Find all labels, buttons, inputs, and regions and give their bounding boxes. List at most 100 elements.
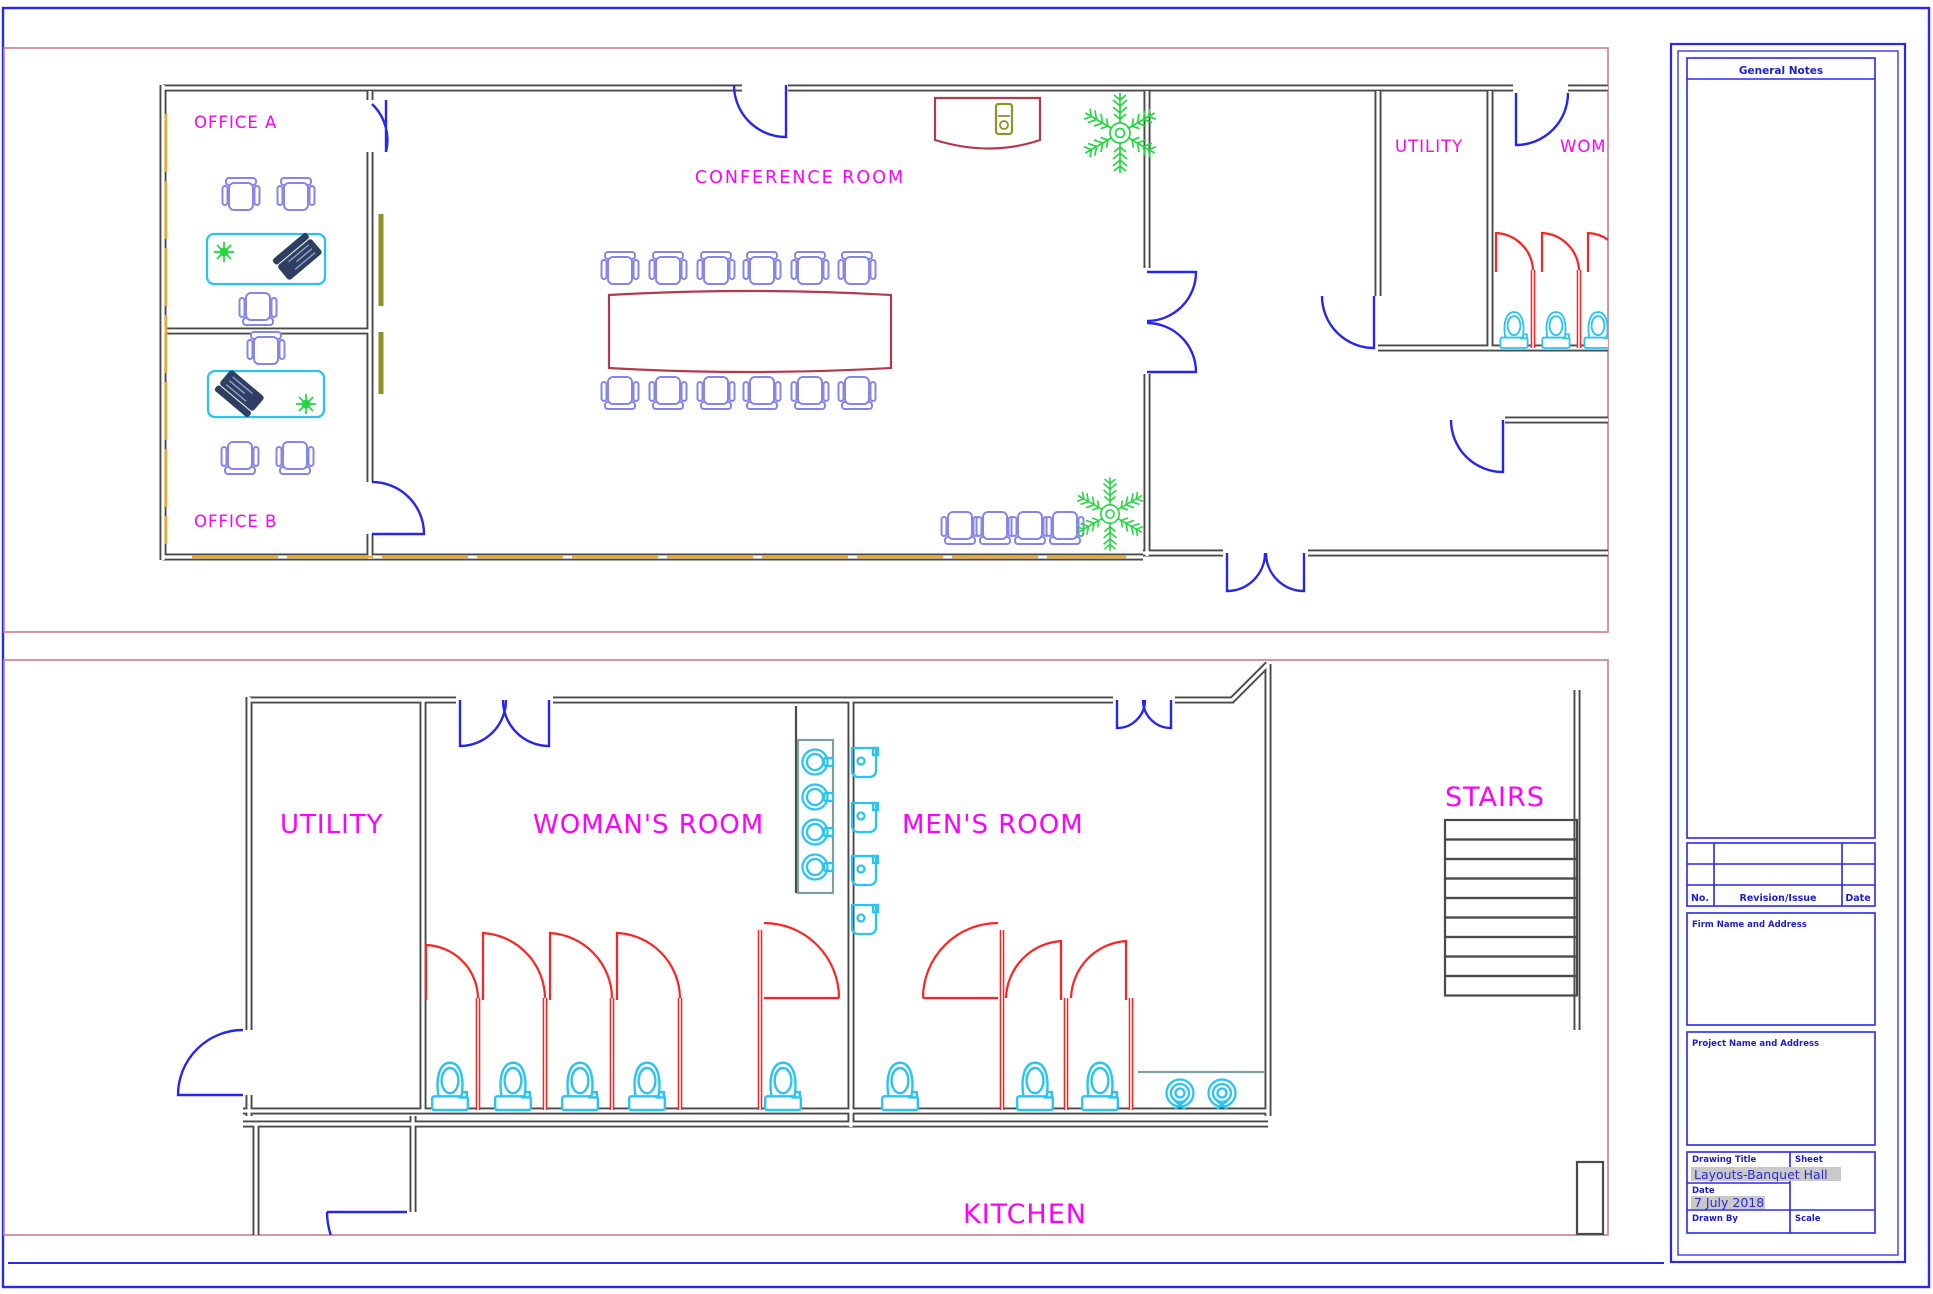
desk	[205, 232, 327, 286]
chair-icon	[275, 441, 315, 475]
door-swing	[176, 1028, 244, 1097]
door-swing	[1320, 295, 1376, 350]
sink-counter	[796, 738, 835, 895]
title-block-outer-border	[1669, 42, 1907, 1264]
chair-icon	[696, 251, 736, 285]
drawn-by-label: Drawn By	[1692, 1214, 1738, 1224]
door-swing	[371, 480, 426, 536]
toilet-icon	[880, 1061, 920, 1112]
door-swing	[371, 100, 389, 153]
date-highlight	[1691, 1196, 1765, 1209]
podium	[933, 96, 1042, 150]
drawing-title-highlight	[1691, 1167, 1841, 1181]
floor1-walls-inner	[161, 85, 1608, 560]
chair-icon	[238, 292, 278, 326]
chair-icon	[276, 177, 316, 211]
conference-table	[607, 289, 893, 374]
laptop-icon	[271, 231, 324, 282]
toilet-icon	[1541, 311, 1571, 349]
room-label-womens-clipped: WOM	[1560, 137, 1607, 156]
general-notes-title: General Notes	[1739, 65, 1823, 77]
scale-label: Scale	[1795, 1214, 1821, 1224]
plant-icon	[213, 241, 235, 263]
revision-table: No. Revision/Issue Date	[1686, 842, 1876, 907]
chair-icon	[975, 511, 1015, 545]
toilet-icon	[430, 1061, 470, 1112]
room-label-stairs: STAIRS	[1445, 782, 1545, 813]
date-label: Date	[1692, 1186, 1715, 1196]
chair-icon	[742, 376, 782, 410]
stall-doors	[1494, 231, 1608, 272]
door-swing	[1449, 419, 1505, 474]
revision-col-no: No.	[1691, 893, 1709, 904]
toilet-icon	[1499, 311, 1529, 349]
title-block-inner-border	[1677, 50, 1899, 1256]
urinal-icon	[850, 903, 880, 936]
chair-icon	[1010, 511, 1050, 545]
chair-icon	[221, 177, 261, 211]
double-door-leaf	[1146, 270, 1198, 323]
office-furniture	[220, 177, 316, 475]
chair-icon	[600, 376, 640, 410]
plant-icon	[1075, 477, 1145, 551]
double-door-leaf	[1141, 699, 1173, 730]
urinal-icon	[850, 746, 880, 779]
stairs-treads	[1443, 818, 1579, 997]
chair-icon	[742, 251, 782, 285]
firm-box	[1686, 912, 1876, 1026]
chair-icon	[940, 511, 980, 545]
project-box	[1686, 1031, 1876, 1146]
room-label-mens: MEN'S ROOM	[902, 810, 1084, 840]
urinal-icon	[850, 854, 880, 887]
chair-icon	[790, 251, 830, 285]
chair-icon	[648, 251, 688, 285]
sink-icon	[1207, 1078, 1237, 1111]
stall-doors	[424, 921, 1128, 1000]
toilet-icon	[493, 1061, 533, 1112]
chair-icon	[648, 376, 688, 410]
drawing-title-label: Drawing Title	[1692, 1155, 1757, 1165]
sheet-label: Sheet	[1795, 1155, 1823, 1165]
revision-col-issue: Revision/Issue	[1740, 893, 1817, 904]
toilet-icon	[560, 1061, 600, 1112]
room-label-utility-f1: UTILITY	[1395, 137, 1463, 156]
drawing-info-grid: Drawing Title Layouts-Banquet Hall Sheet…	[1686, 1151, 1876, 1234]
double-door-leaf	[1225, 552, 1267, 593]
floor1-plan: OFFICE A OFFICE B CONFERENCE ROOM UTILIT…	[159, 84, 1608, 593]
viewport-border-floor2	[3, 659, 1609, 1236]
urinal-icon	[850, 801, 880, 834]
room-label-office-a: OFFICE A	[194, 113, 277, 132]
drawing-title-value[interactable]: Layouts-Banquet Hall	[1694, 1167, 1828, 1182]
double-door-leaf	[458, 699, 508, 748]
double-door-leaf	[1264, 552, 1306, 593]
toilet-icon	[627, 1061, 667, 1112]
chair-icon	[246, 331, 286, 365]
date-value[interactable]: 7 July 2018	[1694, 1195, 1764, 1210]
laptop-icon	[213, 368, 266, 419]
double-door-leaf	[1115, 699, 1147, 730]
sink-icon	[1165, 1078, 1195, 1111]
room-label-conference: CONFERENCE ROOM	[695, 168, 905, 188]
revision-col-date: Date	[1845, 893, 1870, 904]
door-swing	[732, 84, 788, 139]
double-door-leaf	[1146, 321, 1198, 374]
chair-icon	[696, 376, 736, 410]
chair-icon	[790, 376, 830, 410]
column-box	[1575, 1160, 1605, 1235]
sink-icon	[801, 748, 835, 776]
chair-icon	[600, 251, 640, 285]
plant-icon	[295, 393, 317, 415]
chair-icon	[837, 251, 877, 285]
sheet-outer-border	[1, 6, 1931, 1289]
door-swing	[325, 1210, 407, 1235]
room-label-kitchen: KITCHEN	[963, 1199, 1087, 1230]
double-door-leaf	[501, 699, 551, 748]
door-swing	[1514, 92, 1570, 147]
room-label-womans: WOMAN'S ROOM	[533, 810, 764, 840]
sink-icon	[801, 818, 835, 846]
title-block: General Notes No. Revision/Issue Date Fi…	[1669, 42, 1907, 1264]
toilet-icon	[1015, 1061, 1055, 1112]
chair-icon	[220, 441, 260, 475]
